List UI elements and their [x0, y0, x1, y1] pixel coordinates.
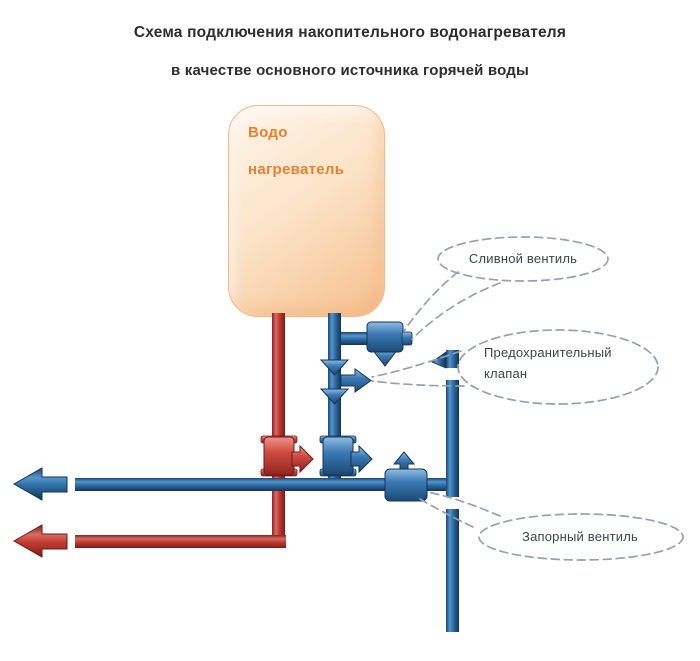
callout-shutoff-tail-line1: [426, 491, 501, 517]
safety-valve-right-arrow-icon: [340, 368, 372, 393]
cold-water-flow-arrow-icon: [12, 467, 68, 501]
drain-valve-label: Сливной вентиль: [468, 251, 578, 266]
safety-valve-top-arrow-icon: [319, 359, 350, 376]
hot-water-riser-pipe: [272, 313, 285, 548]
cold-supply-pipe-middle: [446, 380, 459, 497]
callout-shutoff-valve: [419, 491, 684, 561]
hot-water-horizontal-pipe: [75, 535, 286, 548]
hot-line-valve: [260, 435, 314, 477]
callout-safety-valve: [371, 329, 659, 405]
hot-line-valve-arrow-icon: [291, 444, 314, 474]
cold-line-valve: [319, 435, 373, 477]
page-title-line2: в качестве основного источника горячей в…: [170, 62, 530, 79]
hot-water-pipes: [12, 313, 286, 558]
callout-drain-valve: [403, 236, 609, 340]
callout-drain-tail-line1: [403, 271, 459, 332]
callout-drain-tail-line2: [411, 282, 501, 340]
hot-water-flow-arrow-icon: [12, 524, 68, 558]
drain-valve-body: [366, 321, 404, 353]
safety-valve-label: Предохранительный клапан: [484, 342, 654, 384]
shutoff-valve-body: [384, 468, 428, 502]
water-heater-label-line1: Водо: [248, 124, 288, 141]
safety-valve: [319, 359, 372, 405]
page-title-line1: Схема подключения накопительного водонаг…: [133, 24, 567, 41]
water-heater-label-line2: нагреватель: [248, 161, 345, 178]
cold-water-horizontal-pipe: [75, 478, 459, 491]
safety-valve-label-line2: клапан: [484, 366, 528, 381]
callout-safety-bubble: [457, 329, 659, 405]
water-heater: Водо нагреватель: [228, 105, 385, 317]
shutoff-valve: [384, 451, 428, 502]
callout-drain-bubble: [437, 236, 609, 282]
callout-safety-tail-line1: [371, 350, 462, 378]
drain-branch-pipe: [341, 332, 369, 345]
cold-supply-pipe-bottom: [446, 509, 459, 632]
callout-shutoff-tail-line2: [419, 498, 474, 528]
hot-line-valve-body: [263, 436, 295, 476]
callout-shutoff-bubble: [478, 513, 684, 561]
cold-line-valve-arrow-icon: [350, 444, 373, 474]
drain-valve-outlet-nub: [401, 331, 413, 346]
cold-line-valve-body: [322, 436, 354, 476]
safety-valve-label-line1: Предохранительный: [484, 345, 612, 360]
cold-supply-pipe-top: [446, 350, 459, 368]
callout-safety-tail-line2: [371, 380, 465, 387]
shutoff-valve-label: Запорный вентиль: [522, 529, 638, 544]
drain-valve: [366, 321, 413, 367]
safety-valve-bottom-arrow-icon: [319, 388, 350, 405]
cold-supply-top-arrow-icon: [431, 351, 447, 369]
